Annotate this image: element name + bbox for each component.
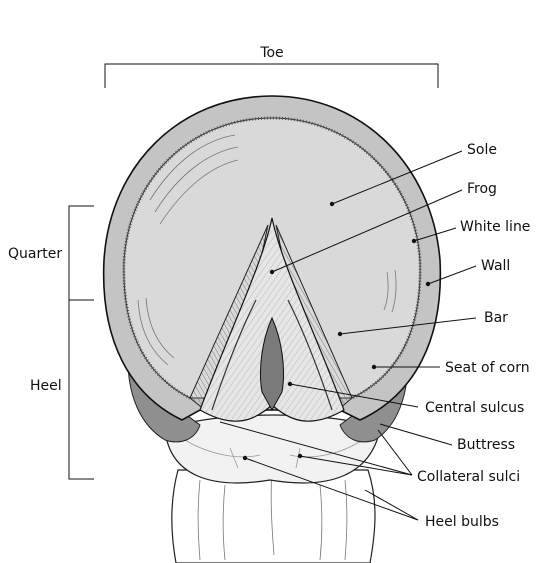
sole-texture xyxy=(137,134,397,366)
label-collateral-sulci: Collateral sulci xyxy=(417,469,520,485)
label-buttress: Buttress xyxy=(457,437,515,453)
label-sole: Sole xyxy=(467,142,497,158)
pastern xyxy=(171,469,376,563)
label-wall: Wall xyxy=(481,258,510,274)
collateral-sulci xyxy=(211,299,333,411)
central-sulcus xyxy=(259,316,285,412)
label-seat-of-corn: Seat of corn xyxy=(445,360,530,376)
label-heel: Heel xyxy=(30,378,62,394)
bulb-shading xyxy=(184,439,363,469)
heel-bulbs xyxy=(164,414,381,484)
label-quarter: Quarter xyxy=(8,246,62,262)
label-white-line: White line xyxy=(460,219,530,235)
label-toe: Toe xyxy=(259,45,283,61)
white-line xyxy=(122,116,422,400)
pastern-lines xyxy=(197,467,348,561)
leader-lines xyxy=(219,150,477,521)
label-bar: Bar xyxy=(484,310,508,326)
heel-bracket xyxy=(68,300,94,480)
toe-bracket xyxy=(104,63,439,88)
label-heel-bulbs: Heel bulbs xyxy=(425,514,499,530)
label-central-sulcus: Central sulcus xyxy=(425,400,524,416)
label-frog: Frog xyxy=(467,181,497,197)
quarter-bracket xyxy=(68,205,94,301)
